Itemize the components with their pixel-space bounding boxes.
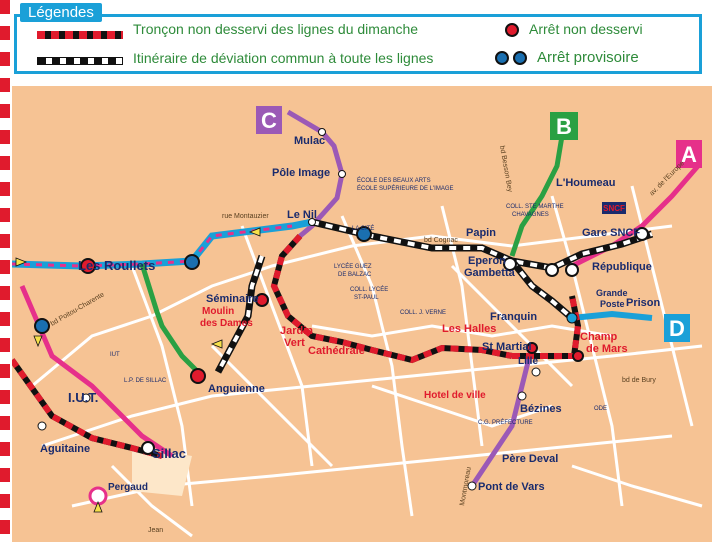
stop-pont-vars[interactable]: Pont de Vars [478, 481, 545, 493]
stop-grande[interactable]: Grande [596, 288, 628, 298]
legend-sample-detour [37, 57, 123, 65]
stop-gambetta[interactable]: Gambetta [464, 267, 516, 279]
left-edge-stripe [0, 0, 10, 542]
stop-iut[interactable]: I.U.T. [68, 390, 98, 405]
stop-anguienne[interactable]: Anguienne [208, 383, 265, 395]
arrow-south-icon [33, 335, 43, 348]
stop-prison[interactable]: Prison [626, 297, 661, 309]
stop-pole-image[interactable]: Pôle Image [272, 167, 330, 179]
stop-champ[interactable]: Champ [580, 331, 618, 343]
stop-houmeau[interactable]: L'Houmeau [556, 177, 615, 189]
place-chavagnes: CHAVAGNES [512, 212, 549, 218]
stop-eperon[interactable]: Eperon [468, 255, 506, 267]
place-coll-lycee: COLL. LYCÉE [350, 286, 388, 293]
stop-vert[interactable]: Vert [284, 337, 305, 349]
sncf-logo-text: SNCF [603, 204, 625, 213]
stop-temp-icon [184, 254, 200, 270]
stop-hotel-ville[interactable]: Hotel de ville [424, 390, 486, 401]
arrow-west-icon-2 [210, 339, 223, 349]
line-b-label: B [556, 114, 572, 139]
place-la-cite: LA CITÉ [352, 225, 374, 232]
stop-roullets[interactable]: Les Roullets [78, 258, 155, 273]
stop-lille[interactable]: Lille [518, 356, 538, 367]
arrow-west-icon [248, 227, 261, 237]
stop-mulac[interactable]: Mulac [294, 135, 325, 147]
place-ode: ODE [594, 406, 607, 412]
line-b-route-north [509, 135, 565, 257]
stop-sillac[interactable]: Sillac [152, 446, 186, 461]
stop-des-dames[interactable]: des Dames [200, 318, 253, 329]
arrow-north-icon [93, 500, 103, 513]
stop-markers [34, 128, 649, 506]
stop-le-nil[interactable]: Le Nil [287, 209, 317, 221]
line-c-route-south [469, 345, 535, 488]
stop-franquin[interactable]: Franquin [490, 311, 537, 323]
line-b-badge[interactable]: B [550, 112, 578, 140]
street-cognac: bd Cognac [424, 237, 458, 244]
direction-arrows [15, 227, 261, 513]
place-ecole-image: ÉCOLE SUPÉRIEURE DE L'IMAGE [357, 185, 454, 192]
stop-st-martial[interactable]: St Martial [482, 341, 532, 353]
stop-gare-sncf[interactable]: Gare SNCF [582, 227, 640, 239]
stop-halles[interactable]: Les Halles [442, 323, 496, 335]
arrow-east-icon [15, 257, 28, 267]
street-bury: bd de Bury [622, 377, 656, 384]
legend-box: Tronçon non desservi des lignes du diman… [14, 14, 702, 74]
place-coll-verne: COLL. J. VERNE [400, 310, 446, 316]
legend-temp-stop-label: Arrêt provisoire [537, 49, 639, 66]
stop-pergaud[interactable]: Pergaud [108, 482, 148, 493]
stop-moulin[interactable]: Moulin [202, 306, 234, 317]
line-d-label: D [669, 316, 685, 341]
legend-temp-stop-dot-icon [513, 51, 527, 65]
stop-republique[interactable]: République [592, 261, 652, 273]
place-coll-ste-marthe: COLL. STE MARTHE [506, 204, 564, 210]
stop-labels: Mulac Pôle Image Le Nil Papin L'Houmeau … [40, 135, 661, 493]
stop-cathedrale[interactable]: Cathédrale [308, 345, 365, 357]
place-st-paul: ST-PAUL [354, 295, 379, 301]
line-d-badge[interactable]: D [664, 314, 690, 342]
line-a-label: A [681, 142, 697, 167]
legend-red-dot-icon [505, 23, 519, 37]
stop-jardin[interactable]: Jardin [280, 325, 313, 337]
stop-seminaire[interactable]: Séminaire [206, 293, 259, 305]
place-labels: ÉCOLE DES BEAUX ARTS ÉCOLE SUPÉRIEURE DE… [110, 177, 607, 426]
line-d-route-east [571, 310, 653, 321]
place-iut-small: IUT [110, 352, 120, 358]
legend-stop-not-served-label: Arrêt non desservi [529, 21, 643, 37]
stop-papin[interactable]: Papin [466, 227, 496, 239]
stop-roullets-icon [80, 258, 96, 274]
line-c-badge[interactable]: C [256, 106, 282, 134]
line-b-route-west [139, 263, 200, 374]
place-de-balzac: DE BALZAC [338, 272, 372, 278]
legend-sample-non-served [37, 31, 123, 39]
bus-network-map[interactable]: C B A D Mulac [12, 86, 712, 542]
place-beaux-arts: ÉCOLE DES BEAUX ARTS [357, 177, 431, 184]
stop-de-mars[interactable]: de Mars [586, 343, 628, 355]
park-area [132, 446, 192, 496]
legend-temp-stop-triangle-icon [495, 51, 509, 65]
sncf-logo-icon [602, 202, 626, 214]
place-lp-sillac: L.P. DE SILLAC [124, 378, 167, 384]
stop-aguitaine[interactable]: Aguitaine [40, 443, 90, 455]
place-lycee-guez: LYCÉE GUEZ [334, 263, 372, 270]
stop-poste[interactable]: Poste [600, 299, 625, 309]
legend-non-served-label: Tronçon non desservi des lignes du diman… [133, 21, 419, 37]
stop-pere-deval[interactable]: Père Deval [502, 453, 558, 465]
legend-detour-label: Itinéraire de déviation commun à toute l… [133, 50, 434, 66]
place-prefecture: C.G. PRÉFECTURE [478, 419, 533, 426]
legend-title: Légendes [20, 3, 102, 22]
street-montauzier: rue Montauzier [222, 213, 269, 220]
street-jean: Jean [148, 527, 163, 534]
line-a-badge[interactable]: A [676, 140, 702, 168]
stop-bezines[interactable]: Bézines [520, 403, 562, 415]
line-c-label: C [261, 108, 277, 133]
